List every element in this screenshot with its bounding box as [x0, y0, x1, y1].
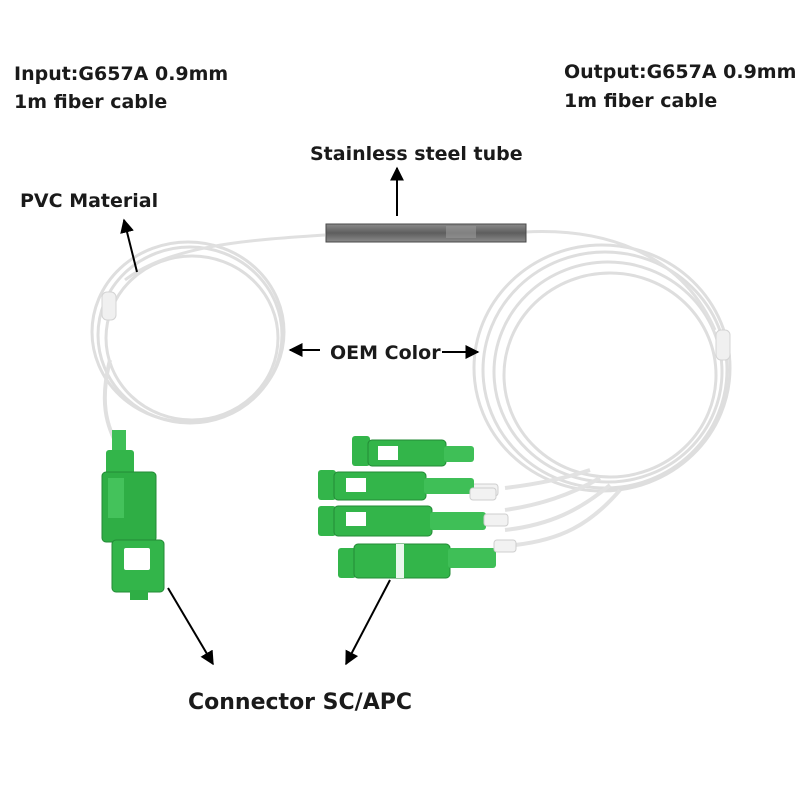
pvc-sleeve	[101, 291, 117, 321]
output-sc-apc-connector-4	[338, 539, 517, 579]
input-fiber-lead	[124, 233, 326, 282]
arrow-icon	[120, 166, 480, 666]
arrow-pvc	[120, 218, 138, 273]
output-fiber-lead	[524, 230, 717, 331]
steel-tube-label: Stainless steel tube	[310, 143, 523, 165]
arrow-connector-right	[345, 579, 391, 666]
input-label-line2: 1m fiber cable	[14, 91, 168, 113]
output-label-line1: Output:G657A 0.9mm	[564, 61, 797, 83]
output-fiber-coil	[472, 243, 732, 493]
stainless-steel-tube	[325, 223, 527, 243]
connector-label: Connector SC/APC	[188, 690, 413, 715]
output-sleeve	[715, 329, 731, 361]
output-label-line2: 1m fiber cable	[564, 90, 718, 112]
input-sc-apc-connector	[101, 430, 165, 600]
input-fiber-coil	[90, 240, 286, 425]
output-sc-apc-connector-3	[318, 505, 509, 537]
output-sc-apc-connector-2	[318, 470, 497, 501]
input-label-line1: Input:G657A 0.9mm	[14, 63, 229, 85]
output-fibers	[504, 468, 622, 547]
pvc-material-label: PVC Material	[20, 190, 159, 212]
oem-color-label: OEM Color	[330, 342, 441, 364]
arrow-connector-left	[167, 587, 214, 666]
